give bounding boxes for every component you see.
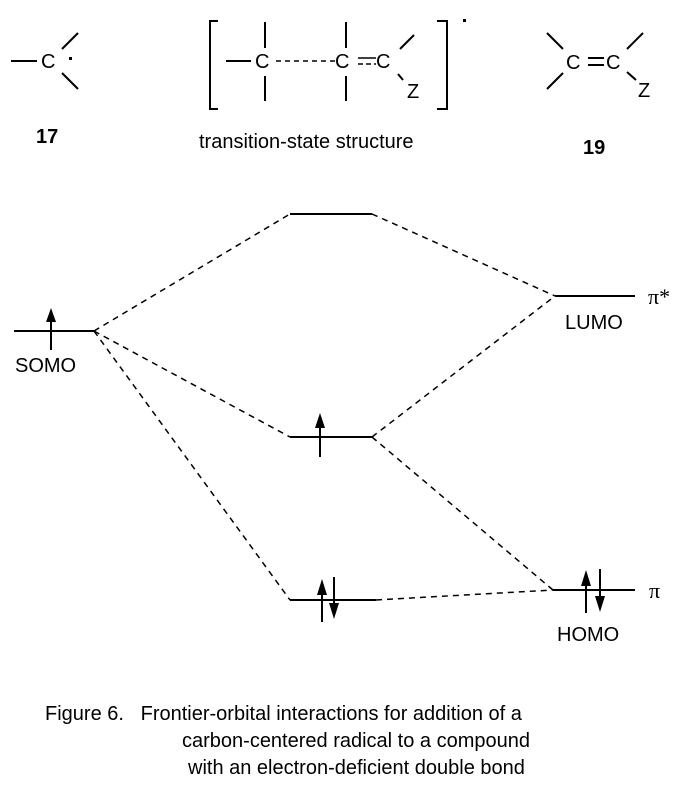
somo-to-lower [93,330,291,601]
bond-lower-right [61,72,79,90]
bond-c1-upper-left [546,32,564,50]
atom-z: Z [638,80,650,102]
electron-down-arrow-icon [329,603,339,619]
somo-level: SOMO [14,308,94,377]
radical-dot [463,19,466,22]
homo-label: HOMO [557,624,619,646]
compound-label-19: 19 [583,137,605,159]
atom-z: Z [407,81,419,103]
somo-label: SOMO [15,355,76,377]
pi-symbol: π [649,578,660,603]
transition-state-label: transition-state structure [199,131,414,153]
bracket-right [437,20,448,110]
lower-to-homo [375,589,554,601]
radical-dot [69,57,72,60]
upper-to-lumo [371,213,556,297]
correlation-lines [93,213,556,601]
homo-level: π HOMO [553,569,660,646]
bond-c3-to-z [397,73,404,81]
electron-up-arrow-icon [581,570,591,586]
middle-to-lumo [371,295,556,438]
pi-star-symbol: π* [648,284,670,309]
electron-down-arrow-icon [595,596,605,612]
atom-c2: C [335,51,349,73]
compound-label-17: 17 [36,126,58,148]
bond-upper-right [61,32,79,50]
figure-caption: Figure 6. Frontier-orbital interactions … [45,703,530,779]
ts-lower-level [290,577,376,622]
somo-to-upper [93,213,291,332]
atom-c1: C [255,51,269,73]
bracket-left [209,20,218,110]
somo-to-middle [93,330,291,438]
bond-c2-to-z [626,71,637,81]
electron-up-arrow-icon [315,413,325,428]
atom-c3: C [376,51,390,73]
atom-c2: C [606,52,620,74]
bond-c2-upper-right [626,32,644,50]
structure-17: C 17 [11,32,79,148]
caption-line-3: with an electron-deficient double bond [187,757,525,779]
caption-line-1: Figure 6. Frontier-orbital interactions … [45,703,523,725]
lumo-level: π* LUMO [555,284,670,334]
bond-c3-upper-right [399,34,415,50]
orbital-diagram: SOMO π* LUMO [14,213,670,646]
middle-to-homo [371,436,554,591]
atom-c1: C [566,52,580,74]
ts-middle-level [290,413,372,457]
lumo-label: LUMO [565,312,623,334]
electron-up-arrow-icon [317,579,327,595]
bond-c1-lower-left [546,72,564,90]
atom-c: C [41,51,55,73]
caption-line-2: carbon-centered radical to a compound [182,730,530,752]
structure-19: C C Z 19 [546,32,650,159]
transition-state-structure: C C C Z transition-state structure [199,19,466,153]
electron-up-arrow-icon [46,308,56,322]
